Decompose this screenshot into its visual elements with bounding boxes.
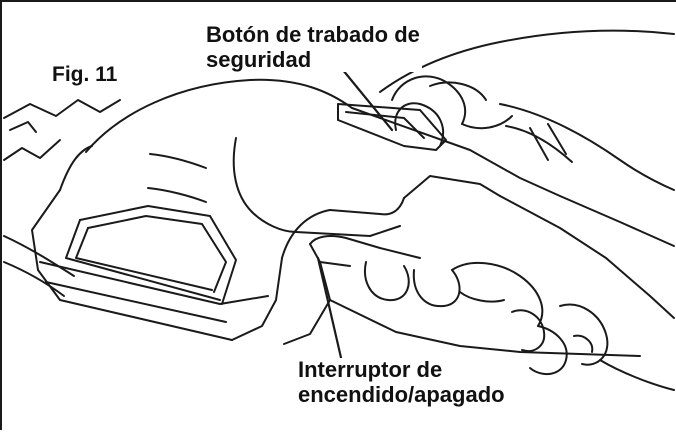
leader-line-safety-lock (336, 62, 394, 132)
safety-lock-callout-line-1: Botón de trabado de (206, 22, 420, 47)
on-off-callout-line-2: encendido/apagado (298, 381, 505, 407)
lower-hand-fingers (364, 261, 675, 391)
figure-number-label: Fig. 11 (52, 63, 118, 86)
on-off-callout-line-1: Interruptor de (298, 357, 443, 382)
safety-lock-callout-line-2: seguridad (206, 46, 312, 72)
cutter-blade (3, 99, 121, 297)
safety-lock-button-shape (337, 103, 447, 151)
safety-lock-button-callout: Botón de trabado de seguridad (204, 22, 422, 73)
leader-line-on-off-switch (316, 256, 344, 364)
upper-hand (379, 29, 675, 191)
trigger-switch-shape (283, 235, 421, 345)
on-off-switch-callout: Interruptor de encendido/apagado (296, 357, 507, 408)
handle-housing (31, 78, 675, 357)
